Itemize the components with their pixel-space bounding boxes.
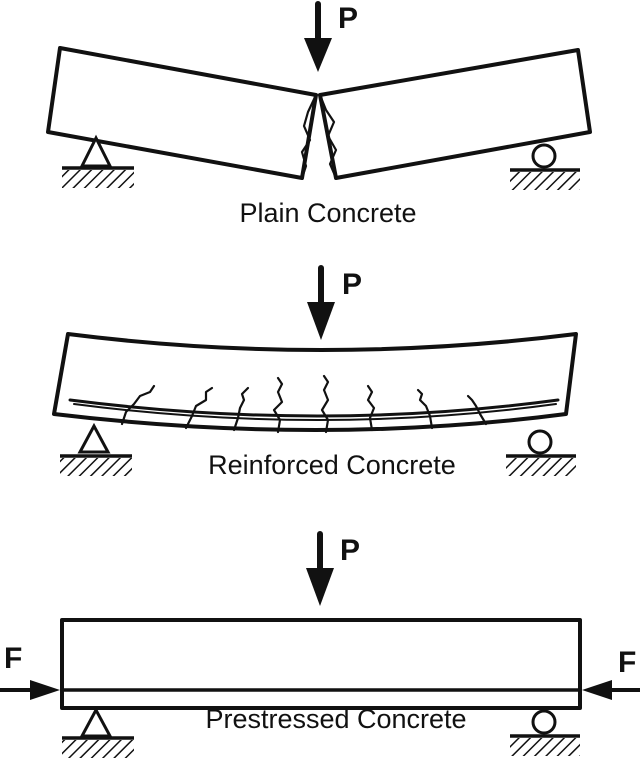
pin-support-icon xyxy=(62,134,134,188)
prestress-label-left: F xyxy=(4,642,22,675)
deflected-beam xyxy=(52,332,578,432)
flexural-cracks xyxy=(120,374,488,434)
load-label: P xyxy=(342,268,362,301)
load-arrow-icon xyxy=(304,1,332,72)
reinforcement-bar xyxy=(68,398,560,418)
caption-prestressed-concrete: Prestressed Concrete xyxy=(205,704,466,734)
prestressed-concrete-panel: P F F Prestressed Concrete xyxy=(0,531,640,758)
prestressed-beam xyxy=(60,618,582,710)
prestress-arrow-right-icon xyxy=(582,680,640,700)
prestress-label-right: F xyxy=(618,646,636,679)
caption-plain-concrete: Plain Concrete xyxy=(239,198,416,228)
prestress-arrow-left-icon xyxy=(0,680,60,700)
load-label: P xyxy=(338,2,358,35)
caption-reinforced-concrete: Reinforced Concrete xyxy=(208,450,456,480)
roller-support-icon xyxy=(510,709,580,756)
crack-lines xyxy=(300,93,338,180)
load-label: P xyxy=(340,534,360,567)
load-arrow-icon xyxy=(307,265,335,340)
plain-concrete-panel: P Plain Concrete xyxy=(46,1,592,228)
reinforced-concrete-panel: P Reinforced Concrete xyxy=(52,265,578,480)
beam-right-half xyxy=(318,48,592,180)
roller-support-icon xyxy=(510,143,580,190)
pin-support-icon xyxy=(60,422,132,476)
roller-support-icon xyxy=(506,429,576,476)
load-arrow-icon xyxy=(306,531,334,606)
pin-support-icon xyxy=(62,706,134,758)
